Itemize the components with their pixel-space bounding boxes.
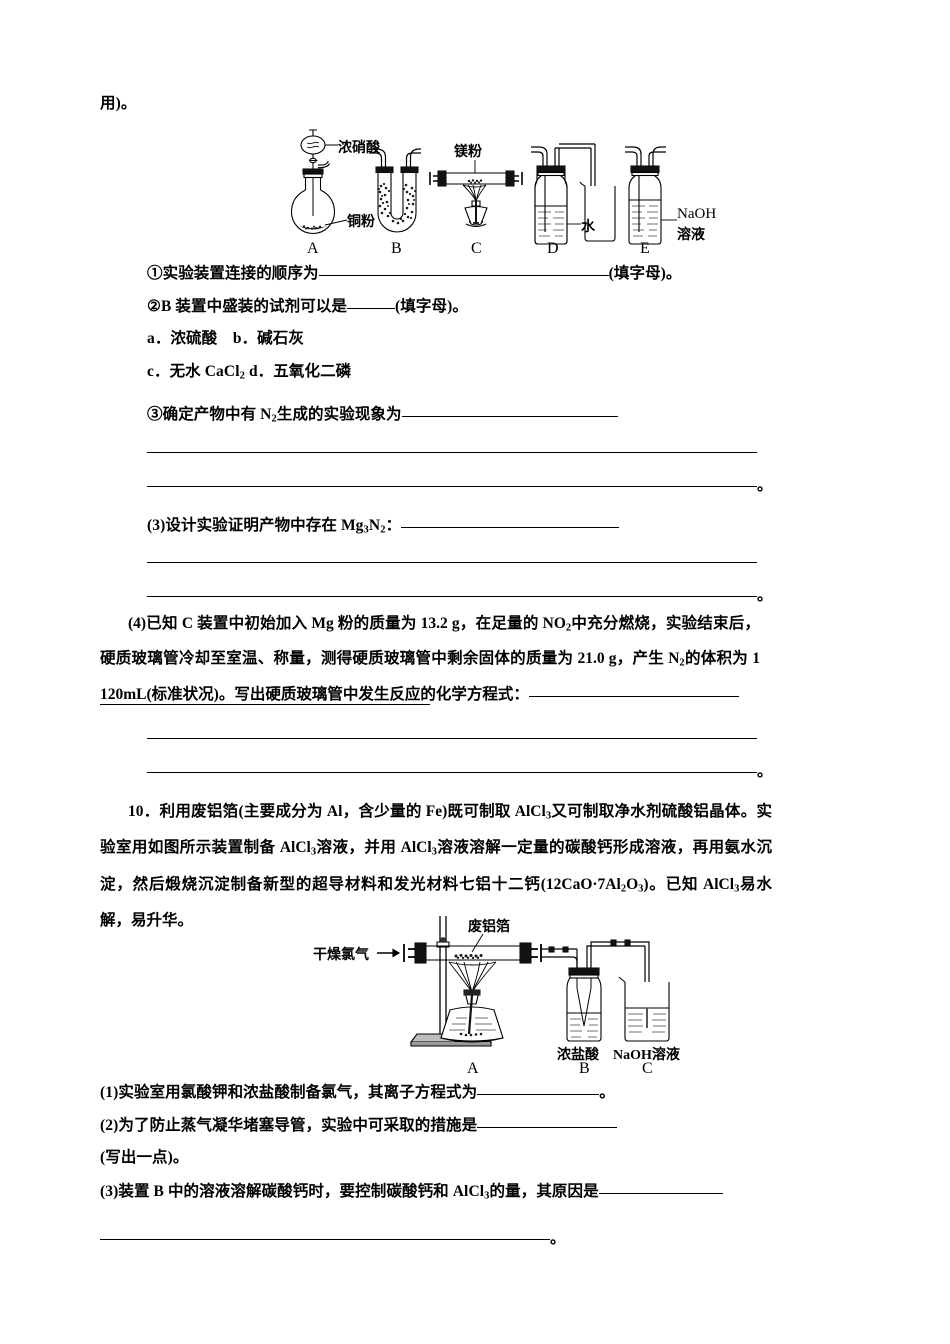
q10-seg3: 验室用如图所示装置制备 AlCl xyxy=(100,839,311,857)
q9-item3: ③确定产物中有 N2生成的实验现象为 xyxy=(147,403,618,430)
q9-part4-sub1: 2 xyxy=(565,622,572,634)
q9-item3-answer-line-2[interactable] xyxy=(147,452,757,453)
q9-part3-blank[interactable] xyxy=(401,514,620,529)
q10-item3-period: 。 xyxy=(550,1230,566,1247)
q10-seg9: 易水解，易升 xyxy=(100,875,772,929)
q10-item2-blank[interactable] xyxy=(477,1114,618,1129)
q9-part3-period: 。 xyxy=(757,587,773,604)
q9-part3-sub2: 2 xyxy=(380,524,386,536)
q9-item3-sub: 2 xyxy=(271,413,277,425)
q10-seg7: O xyxy=(626,875,639,893)
q9-item3-prefix-a: ③确定产物中有 N xyxy=(147,406,272,424)
q9-part4-seg3: 质玻璃管冷却至室温、称量，测得硬质玻璃管中剩余固体的质量为 21.0 g，产生 … xyxy=(115,650,680,668)
figure2-device-letter-c: C xyxy=(642,1060,653,1077)
q10-sub2: 3 xyxy=(310,846,317,858)
label-naoh-solution-line2: 溶液 xyxy=(677,228,705,243)
q9-item3-prefix-b: 生成的实验现象为 xyxy=(276,406,402,424)
label-waste-aluminium-foil: 废铝箔 xyxy=(468,920,510,935)
q10-seg6: 然后煅烧沉淀制备新型的超导材料和发光材料七铝十二钙(12CaO·7Al xyxy=(132,875,621,893)
q9-part3-answer-line-3[interactable] xyxy=(147,596,757,597)
q9-option-c: c．无水 CaCl xyxy=(147,363,240,380)
q9-option-c-sub: 2 xyxy=(239,370,245,382)
q10-sub3: 3 xyxy=(431,846,437,858)
q10-seg4: 溶液，并用 AlCl xyxy=(316,839,432,857)
q10-seg1: 10．利用废铝箔(主要成分为 Al，含少量的 Fe)既可制取 AlCl xyxy=(128,803,546,820)
q9-part4-seg1: (4)已知 C 装置中初始加入 Mg 粉的质量为 13.2 g，在足量的 NO xyxy=(128,615,566,632)
q10-seg10: 华。 xyxy=(162,911,194,929)
q9-part4-blank[interactable] xyxy=(528,682,739,697)
q9-item2: ②B 装置中盛装的试剂可以是 (填字母)。 xyxy=(147,295,468,318)
label-dry-chlorine: 干燥氯气 xyxy=(313,948,369,963)
q9-item2-suffix: (填字母)。 xyxy=(395,298,468,316)
q9-option-d: d．五氧化二磷 xyxy=(244,363,352,380)
q9-part3-answer-line-2[interactable] xyxy=(147,562,757,563)
q10-seg5: 溶液溶解一定量的碳酸钙形成溶液，再用氨水沉淀， xyxy=(100,839,772,893)
label-water: 水 xyxy=(581,220,595,235)
q9-options-line2: c．无水 CaCl2 d．五氧化二磷 xyxy=(147,361,351,387)
q9-part4-period: 。 xyxy=(757,763,773,780)
q10-seg2: 又可制取净水剂硫酸铝晶体。实 xyxy=(551,803,772,820)
q9-part4-seg2: 中充分燃烧，实验结束后，硬 xyxy=(100,615,760,668)
q9-part4-answer-line-2[interactable] xyxy=(100,704,430,705)
q9-part3-prefix-b: N xyxy=(368,517,381,535)
q9-item1: ①实验装置连接的顺序为 (填字母)。 xyxy=(147,262,682,285)
device-letter-b: B xyxy=(391,240,402,257)
q10-item3-prefix-a: (3)装置 B 中的溶液溶解碳酸钙时，要控制碳酸钙和 AlCl xyxy=(100,1183,485,1201)
q10-seg8: )。已知 AlCl xyxy=(643,875,735,893)
q9-part3-colon: ： xyxy=(385,517,402,535)
figure-chlorination-apparatus: 干燥氯气 废铝箔 浓盐酸 NaOH溶液 A B C xyxy=(313,916,725,1077)
q9-part4-sub2: 2 xyxy=(679,657,685,669)
figure2-device-letter-a: A xyxy=(467,1060,479,1077)
q10-sub6: 3 xyxy=(734,882,740,894)
q10-item2: (2)为了防止蒸气凝华堵塞导管，实验中可采取的措施是 xyxy=(100,1114,618,1137)
q10-item3: (3)装置 B 中的溶液溶解碳酸钙时，要控制碳酸钙和 AlCl3的量，其原因是 xyxy=(100,1180,723,1207)
figure2-device-letter-b: B xyxy=(579,1060,590,1077)
label-magnesium-powder: 镁粉 xyxy=(454,145,482,160)
q9-part4: (4)已知 C 装置中初始加入 Mg 粉的质量为 13.2 g，在足量的 NO2… xyxy=(100,608,760,710)
q9-part4-answer-line-4[interactable] xyxy=(147,772,757,773)
q10-item1: (1)实验室用氯酸钾和浓盐酸制备氯气，其离子方程式为 。 xyxy=(100,1081,615,1104)
device-letter-c: C xyxy=(471,240,482,257)
label-concentrated-hydrochloric-acid: 浓盐酸 xyxy=(557,1048,599,1063)
q9-options-line1: a．浓硫酸 b．碱石灰 xyxy=(147,330,304,347)
q10-item2-note: (写出一点)。 xyxy=(100,1149,189,1166)
figure1-svg xyxy=(290,129,677,245)
q9-item3-blank[interactable] xyxy=(401,403,618,418)
q10-sub4: 2 xyxy=(620,882,627,894)
q10-item1-prefix: (1)实验室用氯酸钾和浓盐酸制备氯气，其离子方程式为 xyxy=(100,1084,478,1102)
label-copper-powder: 铜粉 xyxy=(347,215,375,230)
q9-part4-answer-line-3[interactable] xyxy=(147,738,757,739)
q10-item1-period: 。 xyxy=(599,1084,615,1102)
figure-nitric-acid-apparatus: 浓硝酸 铜粉 镁粉 水 NaOH 溶液 A B C D E xyxy=(285,128,716,257)
q10-item3-prefix-b: 的量，其原因是 xyxy=(489,1183,599,1201)
q9-item1-blank[interactable] xyxy=(318,262,609,277)
q9-item1-prefix: ①实验装置连接的顺序为 xyxy=(147,265,319,283)
figure2-svg xyxy=(377,916,670,1047)
q9-item3-answer-line-3[interactable] xyxy=(147,486,757,487)
q10-item3-answer-line-2[interactable] xyxy=(100,1239,550,1240)
q9-item2-blank[interactable] xyxy=(347,295,396,310)
q9-part4-seg5: mL(标准状况)。写出硬质玻璃管中发生反应的化学方程式： xyxy=(123,685,529,703)
q9-part3-sub1: 3 xyxy=(363,524,369,536)
q10-item3-blank[interactable] xyxy=(598,1180,723,1195)
device-letter-a: A xyxy=(307,240,319,257)
q10-item2-prefix: (2)为了防止蒸气凝华堵塞导管，实验中可采取的措施是 xyxy=(100,1117,478,1135)
q9-item2-prefix: ②B 装置中盛装的试剂可以是 xyxy=(147,298,348,316)
q9-part4-seg4: 的体积为 1 120 xyxy=(100,650,760,703)
device-letter-d: D xyxy=(547,240,559,257)
q10-stem: 10．利用废铝箔(主要成分为 Al，含少量的 Fe)既可制取 AlCl3又可制取… xyxy=(100,796,772,937)
q10-sub5: 3 xyxy=(638,882,644,894)
q9-item3-period: 。 xyxy=(757,477,773,494)
q10-item3-sub: 3 xyxy=(484,1190,490,1202)
label-concentrated-nitric-acid: 浓硝酸 xyxy=(338,141,380,156)
q9-item1-suffix: (填字母)。 xyxy=(608,265,682,283)
q10-item1-blank[interactable] xyxy=(477,1081,600,1096)
label-naoh-solution-beaker: NaOH溶液 xyxy=(613,1048,680,1063)
device-letter-e: E xyxy=(640,240,650,257)
q10-sub1: 3 xyxy=(545,810,552,822)
q9-part3: (3)设计实验证明产物中存在 Mg3N2： xyxy=(147,514,620,541)
label-naoh-solution-line1: NaOH xyxy=(677,206,717,222)
top-text-fragment: 用)。 xyxy=(100,95,137,112)
q9-part3-prefix-a: (3)设计实验证明产物中存在 Mg xyxy=(147,517,364,535)
